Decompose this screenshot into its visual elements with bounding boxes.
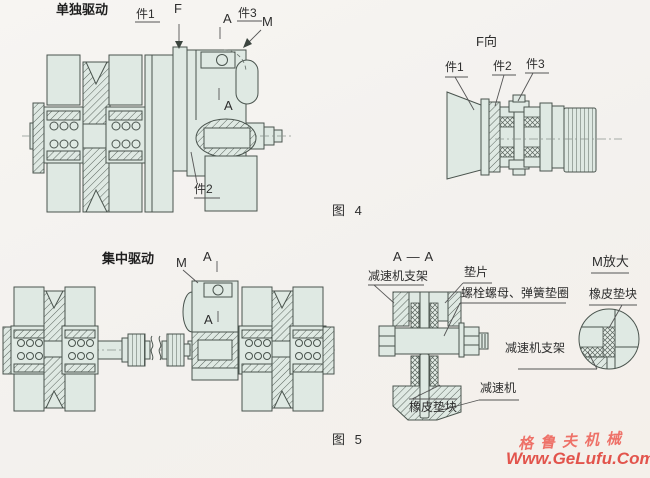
m-enlarged-title: M放大 bbox=[592, 254, 629, 269]
individual-drive-drawing bbox=[22, 20, 292, 213]
aa-callouts bbox=[368, 282, 566, 413]
label-inner-a: A bbox=[224, 98, 233, 113]
aa-label-bracket-right: 减速机支架 bbox=[505, 341, 566, 355]
label-m: M bbox=[262, 14, 273, 29]
gearbox bbox=[186, 49, 259, 212]
reducer-bracket-bottom bbox=[392, 353, 462, 421]
aa-label-reducer: 减速机 bbox=[480, 381, 517, 395]
central-label-m: M bbox=[176, 255, 187, 270]
flange bbox=[488, 101, 515, 173]
m-detail-callouts bbox=[518, 272, 637, 370]
callout-marks bbox=[445, 72, 549, 111]
central-drive-title: 集中驱动 bbox=[102, 251, 155, 266]
frame-block bbox=[144, 46, 188, 213]
gearbox bbox=[182, 280, 239, 381]
wheel-assembly-far-right bbox=[289, 286, 335, 412]
coupling bbox=[121, 333, 191, 367]
motor-fins bbox=[563, 107, 597, 173]
sheave-left bbox=[43, 290, 66, 409]
central-label-a: A bbox=[203, 249, 212, 264]
f-view-title: F向 bbox=[476, 34, 497, 49]
detail-m-region bbox=[223, 49, 247, 73]
spring-washer bbox=[458, 322, 465, 358]
right-mount-wall bbox=[322, 326, 335, 375]
motor bbox=[495, 102, 622, 173]
bolt-lug-hole bbox=[212, 284, 224, 296]
label-f: F bbox=[174, 1, 182, 16]
label-part3: 件3 bbox=[238, 6, 257, 20]
m-enlarged-label-rubber-pad: 橡皮垫块 bbox=[589, 287, 638, 301]
figure5-caption: 图 5 bbox=[332, 432, 365, 447]
f-direction-view-drawing bbox=[445, 72, 622, 180]
bolt-lug-hole bbox=[216, 54, 228, 66]
wheel-assembly-left bbox=[61, 286, 99, 412]
m-leader bbox=[182, 269, 199, 284]
central-label-inner-a: A bbox=[204, 312, 213, 327]
wheel-assembly-right bbox=[238, 286, 276, 412]
fview-label-part3: 件3 bbox=[526, 57, 545, 71]
aa-label-shim: 垫片 bbox=[464, 265, 489, 279]
bracket-corner bbox=[579, 356, 608, 369]
bolt-assembly bbox=[508, 94, 541, 176]
section-aa-title: A — A bbox=[393, 249, 435, 264]
bolt-head bbox=[378, 325, 396, 357]
watermark-url: Www.GeLufu.Com bbox=[506, 449, 650, 468]
sheave-right bbox=[271, 290, 294, 409]
wheel-assembly-left bbox=[43, 54, 84, 213]
nut bbox=[463, 326, 480, 356]
individual-drive-title: 单独驱动 bbox=[56, 2, 109, 17]
bolt-nut-assembly bbox=[378, 322, 489, 358]
aa-label-bracket-top: 减速机支架 bbox=[368, 269, 429, 283]
thread-end bbox=[478, 332, 489, 350]
wheel-rim bbox=[446, 91, 490, 180]
wheel-assembly-far-left bbox=[10, 286, 48, 412]
figure4-caption: 图 4 bbox=[332, 203, 365, 218]
callout-marks bbox=[135, 20, 262, 199]
wheel-assembly-right bbox=[105, 54, 146, 213]
fview-label-part2: 件2 bbox=[493, 59, 512, 73]
m-enlarged-circle bbox=[578, 308, 640, 370]
callout-marks bbox=[182, 261, 219, 322]
section-aa-and-m-detail-drawing bbox=[368, 272, 640, 421]
part2-leader bbox=[190, 151, 198, 184]
label-section-a: A bbox=[223, 11, 232, 26]
sheave bbox=[82, 61, 111, 213]
left-mount-wall bbox=[32, 102, 45, 174]
fview-label-part1: 件1 bbox=[445, 60, 464, 74]
shaft-break bbox=[150, 335, 154, 361]
aa-label-bolt: 螺栓螺母、弹簧垫圈 bbox=[461, 286, 570, 300]
rubber-pad-vertical bbox=[602, 326, 616, 358]
label-part2: 件2 bbox=[194, 182, 213, 196]
shaft-break bbox=[158, 335, 162, 361]
label-part1: 件1 bbox=[136, 7, 155, 21]
central-drive-drawing bbox=[2, 261, 335, 412]
aa-label-rubber-pad: 橡皮垫块 bbox=[409, 400, 458, 414]
